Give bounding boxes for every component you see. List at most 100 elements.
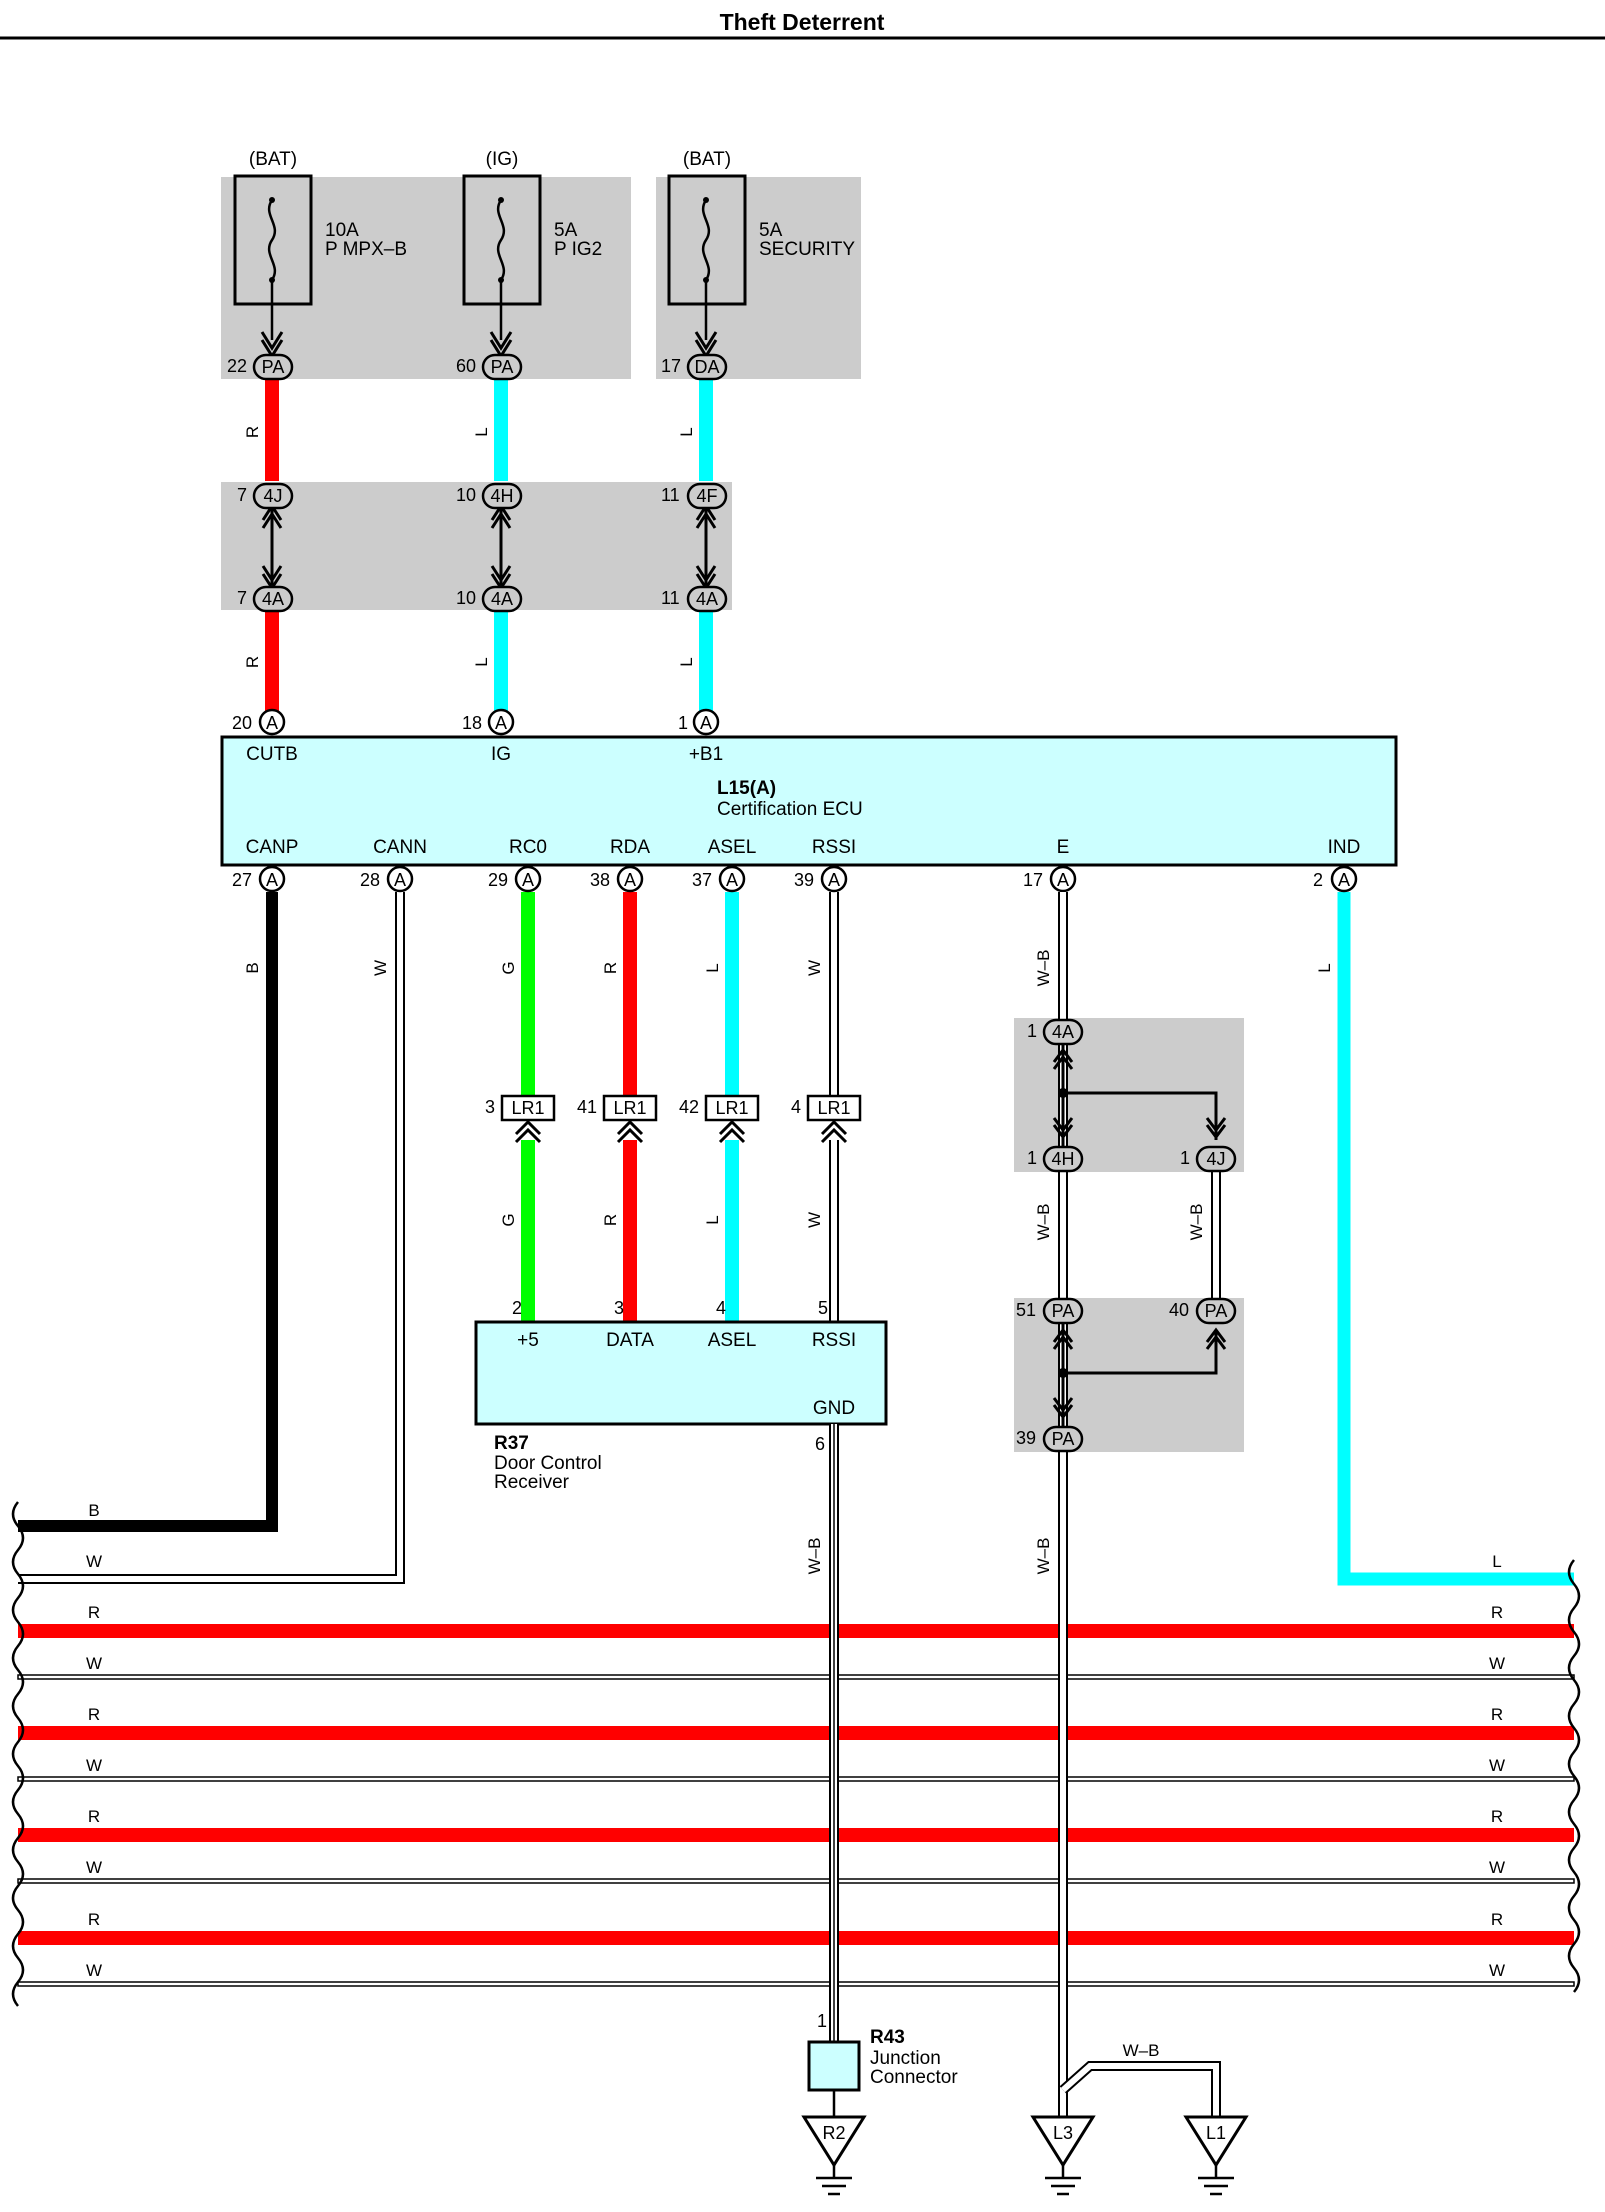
svg-text:R2: R2 (822, 2123, 845, 2143)
wire-red (623, 892, 637, 1105)
svg-text:PA: PA (1052, 1301, 1075, 1321)
wire-code: L (703, 1215, 722, 1224)
harness-label: W (86, 1858, 102, 1877)
svg-text:DA: DA (694, 357, 719, 377)
svg-text:4A: 4A (262, 589, 284, 609)
ecu-label-asel: ASEL (708, 837, 757, 858)
fuse-rating: 10A (325, 220, 359, 241)
svg-text:4A: 4A (1052, 1022, 1074, 1042)
harness-label: W (86, 1756, 102, 1775)
svg-text:4A: 4A (696, 589, 718, 609)
page-title: Theft Deterrent (720, 9, 885, 35)
svg-text:A: A (700, 713, 712, 733)
harness-break-right (1567, 1559, 1581, 1993)
ecu-pin-rc0: A 29 (488, 865, 542, 893)
svg-text:7: 7 (237, 588, 247, 608)
fuse-name: SECURITY (759, 239, 855, 260)
wire-green (521, 892, 535, 1105)
fuse-p-mpx-b: (BAT) 10A P MPX–B (233, 149, 407, 306)
receiver-label: +5 (517, 1330, 539, 1351)
harness-label: L (1492, 1552, 1501, 1571)
svg-text:A: A (495, 713, 507, 733)
svg-text:41: 41 (577, 1097, 597, 1117)
wire-blue (725, 892, 739, 1105)
ecu-pin-ig: A 18 IG (462, 708, 515, 765)
fuse-source: (BAT) (249, 149, 297, 170)
ecu-pin-asel: A 37 (692, 865, 746, 893)
wire-code: W (371, 960, 390, 976)
svg-text:4J: 4J (1206, 1149, 1225, 1169)
ecu-id: L15(A) (717, 778, 776, 799)
ecu-label-rda: RDA (610, 837, 650, 858)
svg-text:4J: 4J (263, 486, 282, 506)
svg-text:29: 29 (488, 870, 508, 890)
wire-wb-l1 (1059, 2061, 1221, 2117)
connector-lr1-4: 4 LR1 (791, 1094, 862, 1144)
svg-text:1: 1 (1180, 1148, 1190, 1168)
wire-code: G (499, 961, 518, 974)
ecu-label-cann: CANN (373, 837, 427, 858)
receiver-name: Receiver (494, 1472, 570, 1493)
receiver-gnd-label: GND (813, 1398, 855, 1419)
svg-text:42: 42 (679, 1097, 699, 1117)
svg-text:39: 39 (794, 870, 814, 890)
svg-text:PA: PA (1205, 1301, 1228, 1321)
connector-4h-10: 10 4H (456, 482, 523, 510)
wire-blue (699, 612, 713, 716)
wire-code: W (805, 960, 824, 976)
harness-label: R (1491, 1603, 1503, 1622)
receiver-pin: 3 (614, 1298, 624, 1318)
connector-pa-40: 40 PA (1169, 1297, 1237, 1325)
wire-red (265, 612, 279, 716)
harness-label: W (86, 1961, 102, 1980)
ecu-pin-rda: A 38 (590, 865, 644, 893)
svg-text:L3: L3 (1053, 2123, 1073, 2143)
harness-label: W (86, 1654, 102, 1673)
svg-text:A: A (828, 870, 840, 890)
ecu-pin-e: A 17 (1023, 865, 1077, 893)
connector-4a-1: 1 4A (1027, 1018, 1084, 1046)
wire-code: W–B (1123, 2041, 1160, 2060)
wire-blue (699, 377, 713, 481)
connector-pa-51: 51 PA (1016, 1297, 1084, 1325)
fuse-source: (IG) (486, 149, 519, 170)
r43-junction-connector (807, 2040, 861, 2092)
receiver-pin: 2 (512, 1298, 522, 1318)
wire-code: R (243, 426, 262, 438)
wire-code: L (472, 657, 491, 666)
wire-code: L (472, 427, 491, 436)
harness-label: R (88, 1910, 100, 1929)
svg-text:IG: IG (491, 744, 511, 765)
harness-label: R (88, 1705, 100, 1724)
r43-name: Connector (870, 2067, 958, 2088)
wire-code: L (1315, 963, 1334, 972)
connector-lr1-41: 41 LR1 (577, 1094, 658, 1144)
wire-blue (494, 612, 508, 716)
wire-green (521, 1140, 535, 1321)
svg-text:LR1: LR1 (613, 1098, 646, 1118)
connector-4a-10: 10 4A (456, 585, 523, 613)
ecu-label-rc0: RC0 (509, 837, 547, 858)
svg-text:A: A (266, 870, 278, 890)
ecu-label-e: E (1057, 837, 1070, 858)
svg-text:40: 40 (1169, 1300, 1189, 1320)
svg-text:7: 7 (237, 485, 247, 505)
ecu-pin-canp: A 27 (232, 865, 286, 893)
wire-code: B (243, 962, 262, 973)
svg-text:22: 22 (227, 356, 247, 376)
fuse-security: (BAT) 5A SECURITY (667, 149, 855, 306)
ground-l3: L3 (1030, 2115, 1096, 2196)
svg-text:4H: 4H (1051, 1149, 1074, 1169)
svg-text:A: A (726, 870, 738, 890)
harness-label: R (1491, 1910, 1503, 1929)
svg-text:3: 3 (485, 1097, 495, 1117)
harness-label: W (86, 1552, 102, 1571)
fuse-rating: 5A (554, 220, 578, 241)
svg-text:+B1: +B1 (689, 744, 723, 765)
fuse-rating: 5A (759, 220, 783, 241)
harness-label: R (1491, 1807, 1503, 1826)
connector-4a-7: 7 4A (237, 585, 294, 613)
receiver-id: R37 (494, 1433, 529, 1454)
ground-l1: L1 (1183, 2115, 1249, 2196)
svg-text:51: 51 (1016, 1300, 1036, 1320)
